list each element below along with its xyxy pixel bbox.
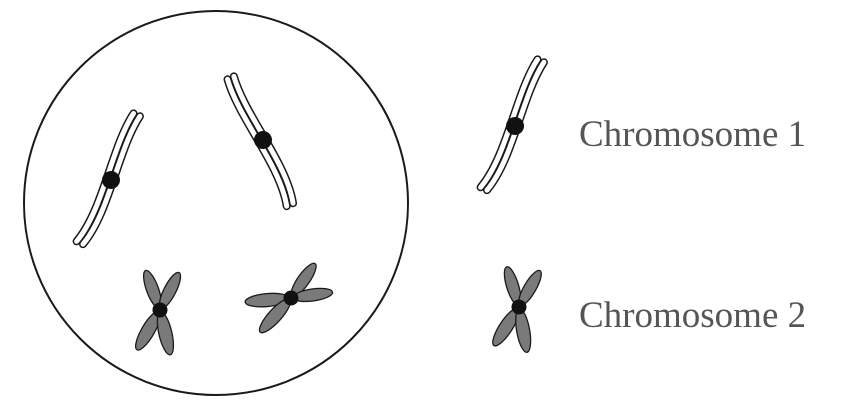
legend-chromosome-2-icon [488,263,546,356]
legend-chromosome-2-label: Chromosome 2 [579,295,806,336]
cell-chromosome-2-right [239,255,338,339]
cell-membrane [24,11,408,395]
legend-chromosome-1-icon [478,58,551,193]
cell-chromosome-2-left [131,267,185,358]
legend-chromosome-1-label: Chromosome 1 [579,114,806,155]
cell-chromosome-1-left [74,112,147,247]
cell-chromosome-1-right [225,73,300,207]
